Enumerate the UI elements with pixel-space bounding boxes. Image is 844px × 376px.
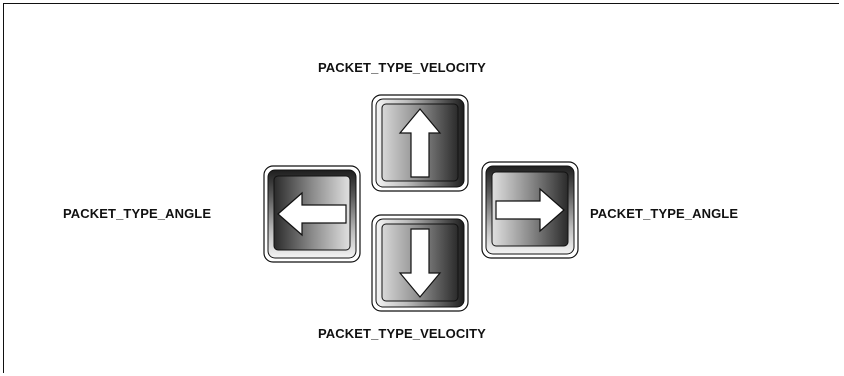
key-down bbox=[370, 213, 470, 313]
label-right-angle: PACKET_TYPE_ANGLE bbox=[590, 206, 739, 221]
arrow-down-icon bbox=[371, 214, 469, 312]
label-left-angle: PACKET_TYPE_ANGLE bbox=[63, 206, 212, 221]
key-right bbox=[480, 160, 580, 260]
arrow-up-icon bbox=[371, 94, 469, 192]
arrow-right-icon bbox=[481, 161, 579, 259]
label-top-velocity: PACKET_TYPE_VELOCITY bbox=[318, 60, 486, 75]
arrow-left-icon bbox=[263, 165, 361, 263]
label-bottom-velocity: PACKET_TYPE_VELOCITY bbox=[318, 326, 486, 341]
diagram-frame bbox=[3, 3, 839, 373]
key-left bbox=[262, 164, 362, 264]
key-up bbox=[370, 93, 470, 193]
